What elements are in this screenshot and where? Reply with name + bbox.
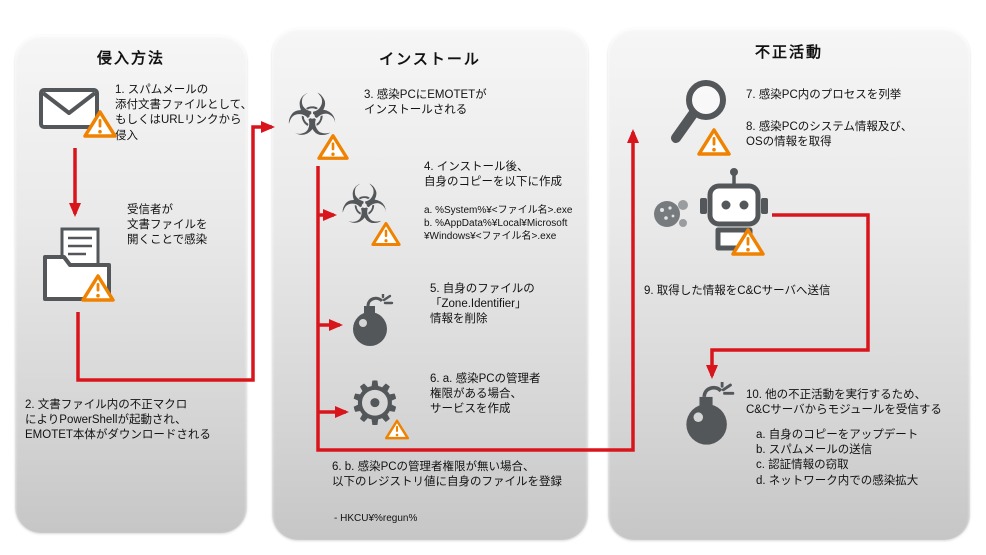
warning-icon — [82, 108, 118, 145]
step1-text: 1. スパムメールの 添付文書ファイルとして、 もしくはURLリンクから 侵入 — [115, 84, 253, 142]
step8-text: 8. 感染PCのシステム情報及び、 OSの情報を取得 — [746, 121, 913, 149]
panel-install: インストール ☣ 3. 感染PCにEMOTETが インストールされる ☣ 4. … — [272, 28, 588, 540]
step6a-text: 6. a. 感染PCの管理者 権限がある場合、 サービスを作成 — [430, 373, 541, 416]
step10-text: 10. 他の不正活動を実行するため、 C&Cサーバからモジュールを受信する — [746, 389, 942, 417]
step6b-text: 6. b. 感染PCの管理者権限が無い場合、 以下のレジストリ値に自身のファイル… — [332, 461, 562, 489]
panel-intrusion: 侵入方法 1. スパムメールの 添付文書ファイルとして、 もしくはURLリンクか… — [15, 35, 252, 533]
warning-icon — [370, 220, 402, 253]
panel-intrusion-title: 侵入方法 — [96, 50, 165, 67]
step3-text: 3. 感染PCにEMOTETが インストールされる — [364, 89, 487, 117]
step4-detail-text: a. %System%¥<ファイル名>.exe b. %AppData%¥Loc… — [424, 205, 573, 242]
panel-malicious-title: 不正活動 — [754, 44, 823, 61]
panel-install-title: インストール — [379, 51, 481, 68]
warning-icon — [384, 418, 410, 446]
warning-icon — [316, 132, 350, 167]
warning-icon — [696, 126, 732, 163]
warning-icon — [80, 272, 116, 309]
panel-malicious: 不正活動 7. 感染PC内のプロセスを列挙 8. 感染PCのシステム情報及び、 … — [608, 28, 970, 540]
bomb-icon — [678, 379, 740, 455]
step4-text: 4. インストール後、 自身のコピーを以下に作成 — [424, 161, 562, 189]
step7-text: 7. 感染PC内のプロセスを列挙 — [746, 89, 902, 101]
step2-text: 2. 文書ファイル内の不正マクロ によりPowerShellが起動され、 EMO… — [25, 399, 211, 442]
bomb-icon — [346, 291, 398, 355]
step5-text: 5. 自身のファイルの 「Zone.Identifier」 情報を削除 — [430, 283, 535, 326]
warning-icon — [730, 226, 766, 263]
step6b-detail-text: - HKCU¥%regun% — [334, 513, 418, 524]
receiver-text: 受信者が 文書ファイルを 開くことで感染 — [127, 204, 208, 247]
step10-detail-text: a. 自身のコピーをアップデート b. スパムメールの送信 c. 認証情報の窃取… — [756, 429, 919, 487]
envelope-icon — [38, 85, 100, 136]
step9-text: 9. 取得した情報をC&Cサーバへ送信 — [644, 285, 831, 297]
malware-cluster-icon — [648, 192, 694, 243]
magnifier-icon — [666, 76, 732, 157]
